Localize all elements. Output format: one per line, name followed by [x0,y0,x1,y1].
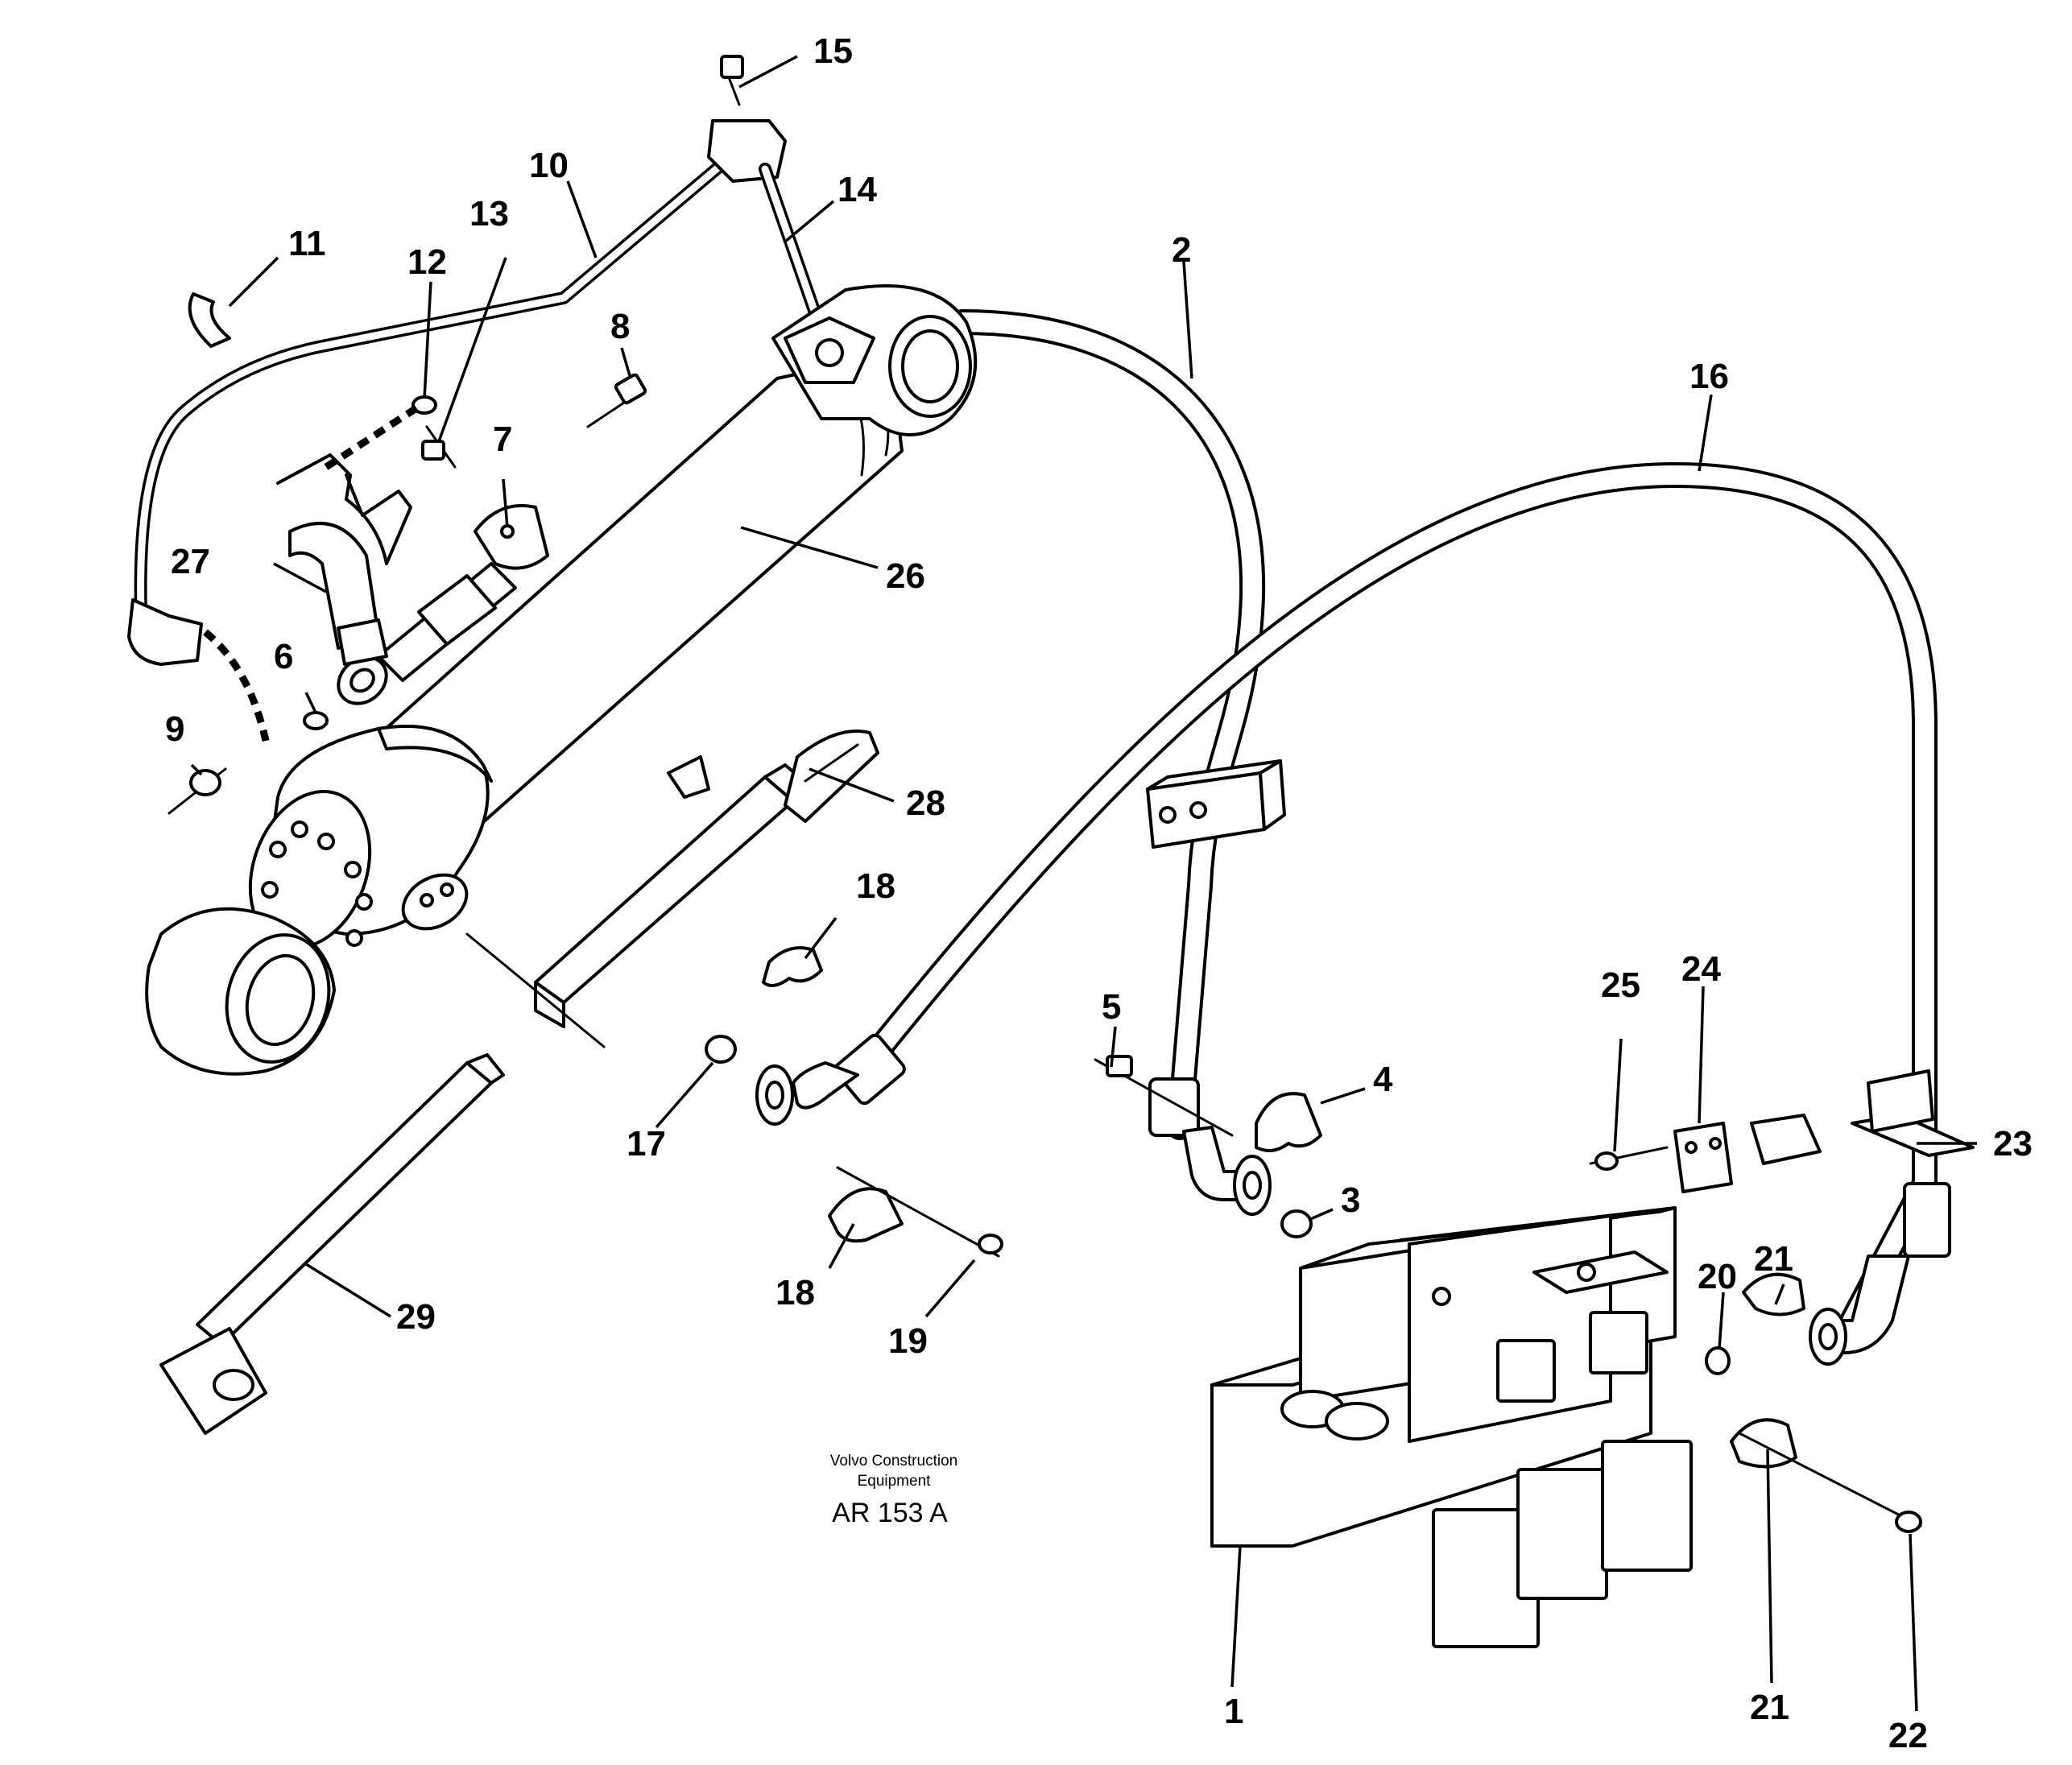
callout-2: 2 [1172,230,1191,270]
callout-7: 7 [493,420,512,459]
nut-13[interactable] [421,425,457,469]
clamp-21b[interactable] [1730,1418,1922,1527]
callout-10: 10 [529,146,569,185]
tube-10[interactable] [127,119,787,666]
tube-10-dashed-route [203,629,270,742]
callout-15: 15 [813,31,853,71]
callout-26: 26 [886,556,925,596]
callout-11: 11 [288,224,326,263]
hose-16[interactable] [755,462,1951,1366]
nut-9[interactable] [167,767,227,815]
callout-25: 25 [1601,965,1640,1005]
screw-5[interactable] [1094,1055,1234,1137]
callout-18b: 18 [775,1273,815,1312]
callout-3: 3 [1341,1180,1360,1220]
seal-20[interactable] [1705,1346,1731,1375]
small-cylinder [337,562,517,705]
caption-line-1: Volvo Construction [830,1453,957,1469]
callout-5: 5 [1102,987,1121,1027]
clamp-4[interactable] [1255,1092,1322,1152]
callout-21a: 21 [1754,1239,1793,1279]
dashed-link [324,403,421,470]
callout-17: 17 [627,1124,666,1164]
callout-4: 4 [1373,1060,1393,1099]
screw-25[interactable] [1589,1146,1669,1171]
callout-28: 28 [906,783,945,823]
caption-line-2: Equipment [858,1473,932,1490]
control-valve-1[interactable] [1210,1206,1693,1648]
u-bolt-11[interactable] [188,292,231,348]
callout-16: 16 [1689,357,1729,396]
callout-21b: 21 [1750,1688,1789,1727]
caption-code: AR 153 A [832,1498,948,1528]
o-ring-6[interactable] [303,711,329,730]
screw-19[interactable] [978,1234,1003,1255]
callout-19: 19 [888,1321,928,1361]
bracket-18a[interactable] [762,946,823,987]
strap-29[interactable] [159,1053,505,1435]
rod-28[interactable] [465,730,879,1048]
callout-labels: 1 2 3 4 5 6 7 8 9 10 11 12 13 14 15 16 1… [165,31,2033,1755]
callout-29: 29 [396,1297,436,1337]
callout-20: 20 [1698,1257,1737,1296]
plate-23[interactable] [1851,1069,1975,1157]
seal-17[interactable] [705,1035,737,1064]
callout-6: 6 [274,637,293,676]
hose-clamp-block [1146,759,1286,849]
callout-13: 13 [469,194,509,234]
cylinder-26[interactable] [145,284,978,1076]
screw-22[interactable] [1895,1511,1922,1533]
callout-23: 23 [1993,1124,2033,1164]
clamp-21a[interactable] [1742,1272,1805,1317]
callout-9: 9 [165,709,184,749]
screw-8[interactable] [586,373,647,428]
clip-27[interactable] [276,453,412,666]
callout-27: 27 [171,542,210,581]
bracket-18b[interactable] [828,1166,1000,1258]
clamp-block-23[interactable] [1750,1114,1822,1165]
callout-1: 1 [1224,1692,1243,1731]
callout-12: 12 [407,242,447,282]
plate-24[interactable] [1673,1122,1733,1193]
clamp-7[interactable] [474,504,549,570]
seal-3[interactable] [1280,1209,1313,1238]
leader-lines [190,55,1977,1712]
callout-22: 22 [1888,1716,1928,1755]
callout-24: 24 [1681,949,1721,989]
diagram-caption: Volvo Construction Equipment AR 153 A [830,1453,957,1528]
callout-14: 14 [837,170,877,209]
callout-8: 8 [610,307,630,346]
screw-15[interactable] [720,55,744,106]
callout-18a: 18 [856,866,895,906]
